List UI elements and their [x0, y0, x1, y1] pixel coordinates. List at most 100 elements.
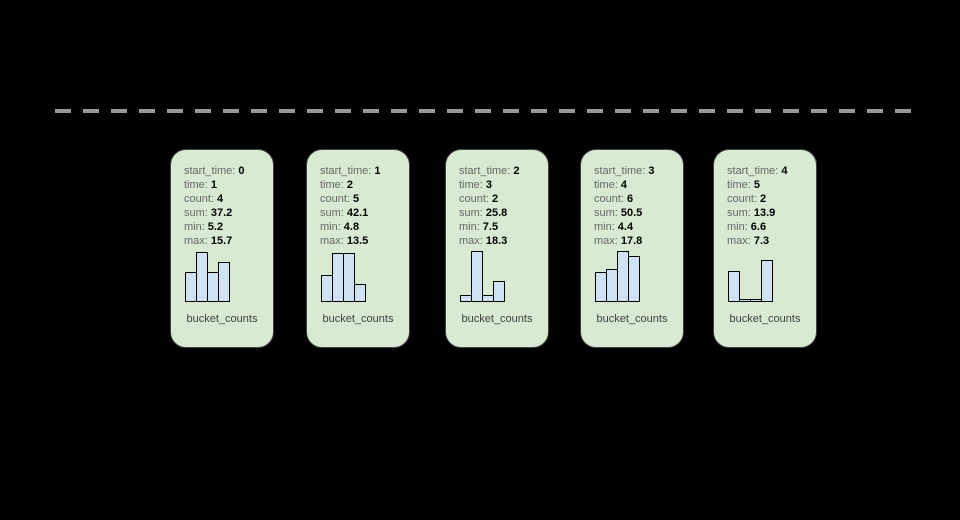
bucket-histogram — [321, 250, 397, 302]
field-value: 13.5 — [346, 235, 369, 247]
histogram-bar — [218, 262, 230, 302]
field-label: sum: — [459, 207, 483, 219]
field-label: start_time: — [459, 165, 511, 177]
histogram-card: start_time:0 time:1 count:4 sum:37.2 min… — [170, 149, 274, 348]
field-label: max: — [184, 235, 208, 247]
field-row: sum:25.8 — [459, 206, 542, 220]
field-list: start_time:3 time:4 count:6 sum:50.5 min… — [581, 150, 683, 248]
field-value: 15.7 — [210, 235, 233, 247]
field-row: start_time:2 — [459, 164, 542, 178]
field-row: sum:42.1 — [320, 206, 403, 220]
field-value: 4 — [781, 165, 788, 177]
field-label: max: — [320, 235, 344, 247]
field-row: count:4 — [184, 192, 267, 206]
bucket-histogram — [595, 250, 671, 302]
field-value: 2 — [513, 165, 520, 177]
field-value: 0 — [238, 165, 245, 177]
field-value: 18.3 — [485, 235, 508, 247]
field-row: max:15.7 — [184, 234, 267, 248]
field-list: start_time:0 time:1 count:4 sum:37.2 min… — [171, 150, 273, 248]
field-value: 37.2 — [210, 207, 233, 219]
histogram-bar — [628, 256, 640, 302]
bucket-counts-label: bucket_counts — [322, 313, 394, 325]
histogram-bar — [728, 271, 740, 302]
histogram-bar — [761, 260, 773, 302]
histogram-card: start_time:2 time:3 count:2 sum:25.8 min… — [445, 149, 549, 348]
field-value: 6 — [626, 193, 634, 205]
field-row: sum:37.2 — [184, 206, 267, 220]
field-value: 7.3 — [753, 235, 770, 247]
field-value: 5.2 — [207, 221, 224, 233]
field-label: min: — [594, 221, 615, 233]
field-value: 13.9 — [753, 207, 776, 219]
field-row: max:17.8 — [594, 234, 677, 248]
field-label: start_time: — [594, 165, 646, 177]
bucket-histogram — [460, 250, 536, 302]
field-list: start_time:4 time:5 count:2 sum:13.9 min… — [714, 150, 816, 248]
field-value: 42.1 — [346, 207, 369, 219]
field-row: max:18.3 — [459, 234, 542, 248]
field-row: start_time:3 — [594, 164, 677, 178]
field-row: start_time:1 — [320, 164, 403, 178]
field-row: time:3 — [459, 178, 542, 192]
bucket-counts-label: bucket_counts — [729, 313, 801, 325]
field-value: 50.5 — [620, 207, 643, 219]
bucket-counts-label: bucket_counts — [461, 313, 533, 325]
field-row: count:2 — [459, 192, 542, 206]
bucket-counts-label: bucket_counts — [596, 313, 668, 325]
field-value: 4.8 — [343, 221, 360, 233]
field-value: 6.6 — [750, 221, 767, 233]
field-row: sum:50.5 — [594, 206, 677, 220]
field-row: time:2 — [320, 178, 403, 192]
histogram-bar — [354, 284, 366, 302]
field-label: count: — [727, 193, 757, 205]
field-label: max: — [727, 235, 751, 247]
field-label: count: — [459, 193, 489, 205]
field-label: count: — [320, 193, 350, 205]
field-value: 2 — [346, 179, 353, 191]
field-value: 1 — [374, 165, 381, 177]
field-label: max: — [594, 235, 618, 247]
histogram-card: start_time:1 time:2 count:5 sum:42.1 min… — [306, 149, 410, 348]
field-value: 5 — [753, 179, 760, 191]
field-label: time: — [459, 179, 483, 191]
field-value: 1 — [210, 179, 217, 191]
field-row: time:4 — [594, 178, 677, 192]
bucket-histogram — [185, 250, 261, 302]
field-value: 4 — [620, 179, 627, 191]
histogram-bar — [343, 253, 355, 302]
field-label: count: — [184, 193, 214, 205]
field-row: start_time:0 — [184, 164, 267, 178]
field-row: min:5.2 — [184, 220, 267, 234]
field-row: sum:13.9 — [727, 206, 810, 220]
field-label: min: — [459, 221, 480, 233]
histogram-card: start_time:3 time:4 count:6 sum:50.5 min… — [580, 149, 684, 348]
field-label: sum: — [320, 207, 344, 219]
field-label: sum: — [594, 207, 618, 219]
field-value: 4.4 — [617, 221, 634, 233]
histogram-bar — [471, 251, 483, 302]
field-value: 17.8 — [620, 235, 643, 247]
field-label: max: — [459, 235, 483, 247]
field-value: 3 — [648, 165, 655, 177]
field-label: start_time: — [727, 165, 779, 177]
field-row: time:1 — [184, 178, 267, 192]
timeline-dashed-line — [55, 109, 912, 113]
field-row: min:4.4 — [594, 220, 677, 234]
field-row: start_time:4 — [727, 164, 810, 178]
field-label: min: — [320, 221, 341, 233]
field-value: 2 — [759, 193, 767, 205]
field-label: min: — [184, 221, 205, 233]
field-label: count: — [594, 193, 624, 205]
field-value: 25.8 — [485, 207, 508, 219]
field-label: sum: — [727, 207, 751, 219]
field-row: min:6.6 — [727, 220, 810, 234]
field-label: sum: — [184, 207, 208, 219]
field-row: max:13.5 — [320, 234, 403, 248]
field-value: 3 — [485, 179, 492, 191]
field-row: min:7.5 — [459, 220, 542, 234]
field-value: 7.5 — [482, 221, 499, 233]
field-label: time: — [184, 179, 208, 191]
field-row: count:5 — [320, 192, 403, 206]
